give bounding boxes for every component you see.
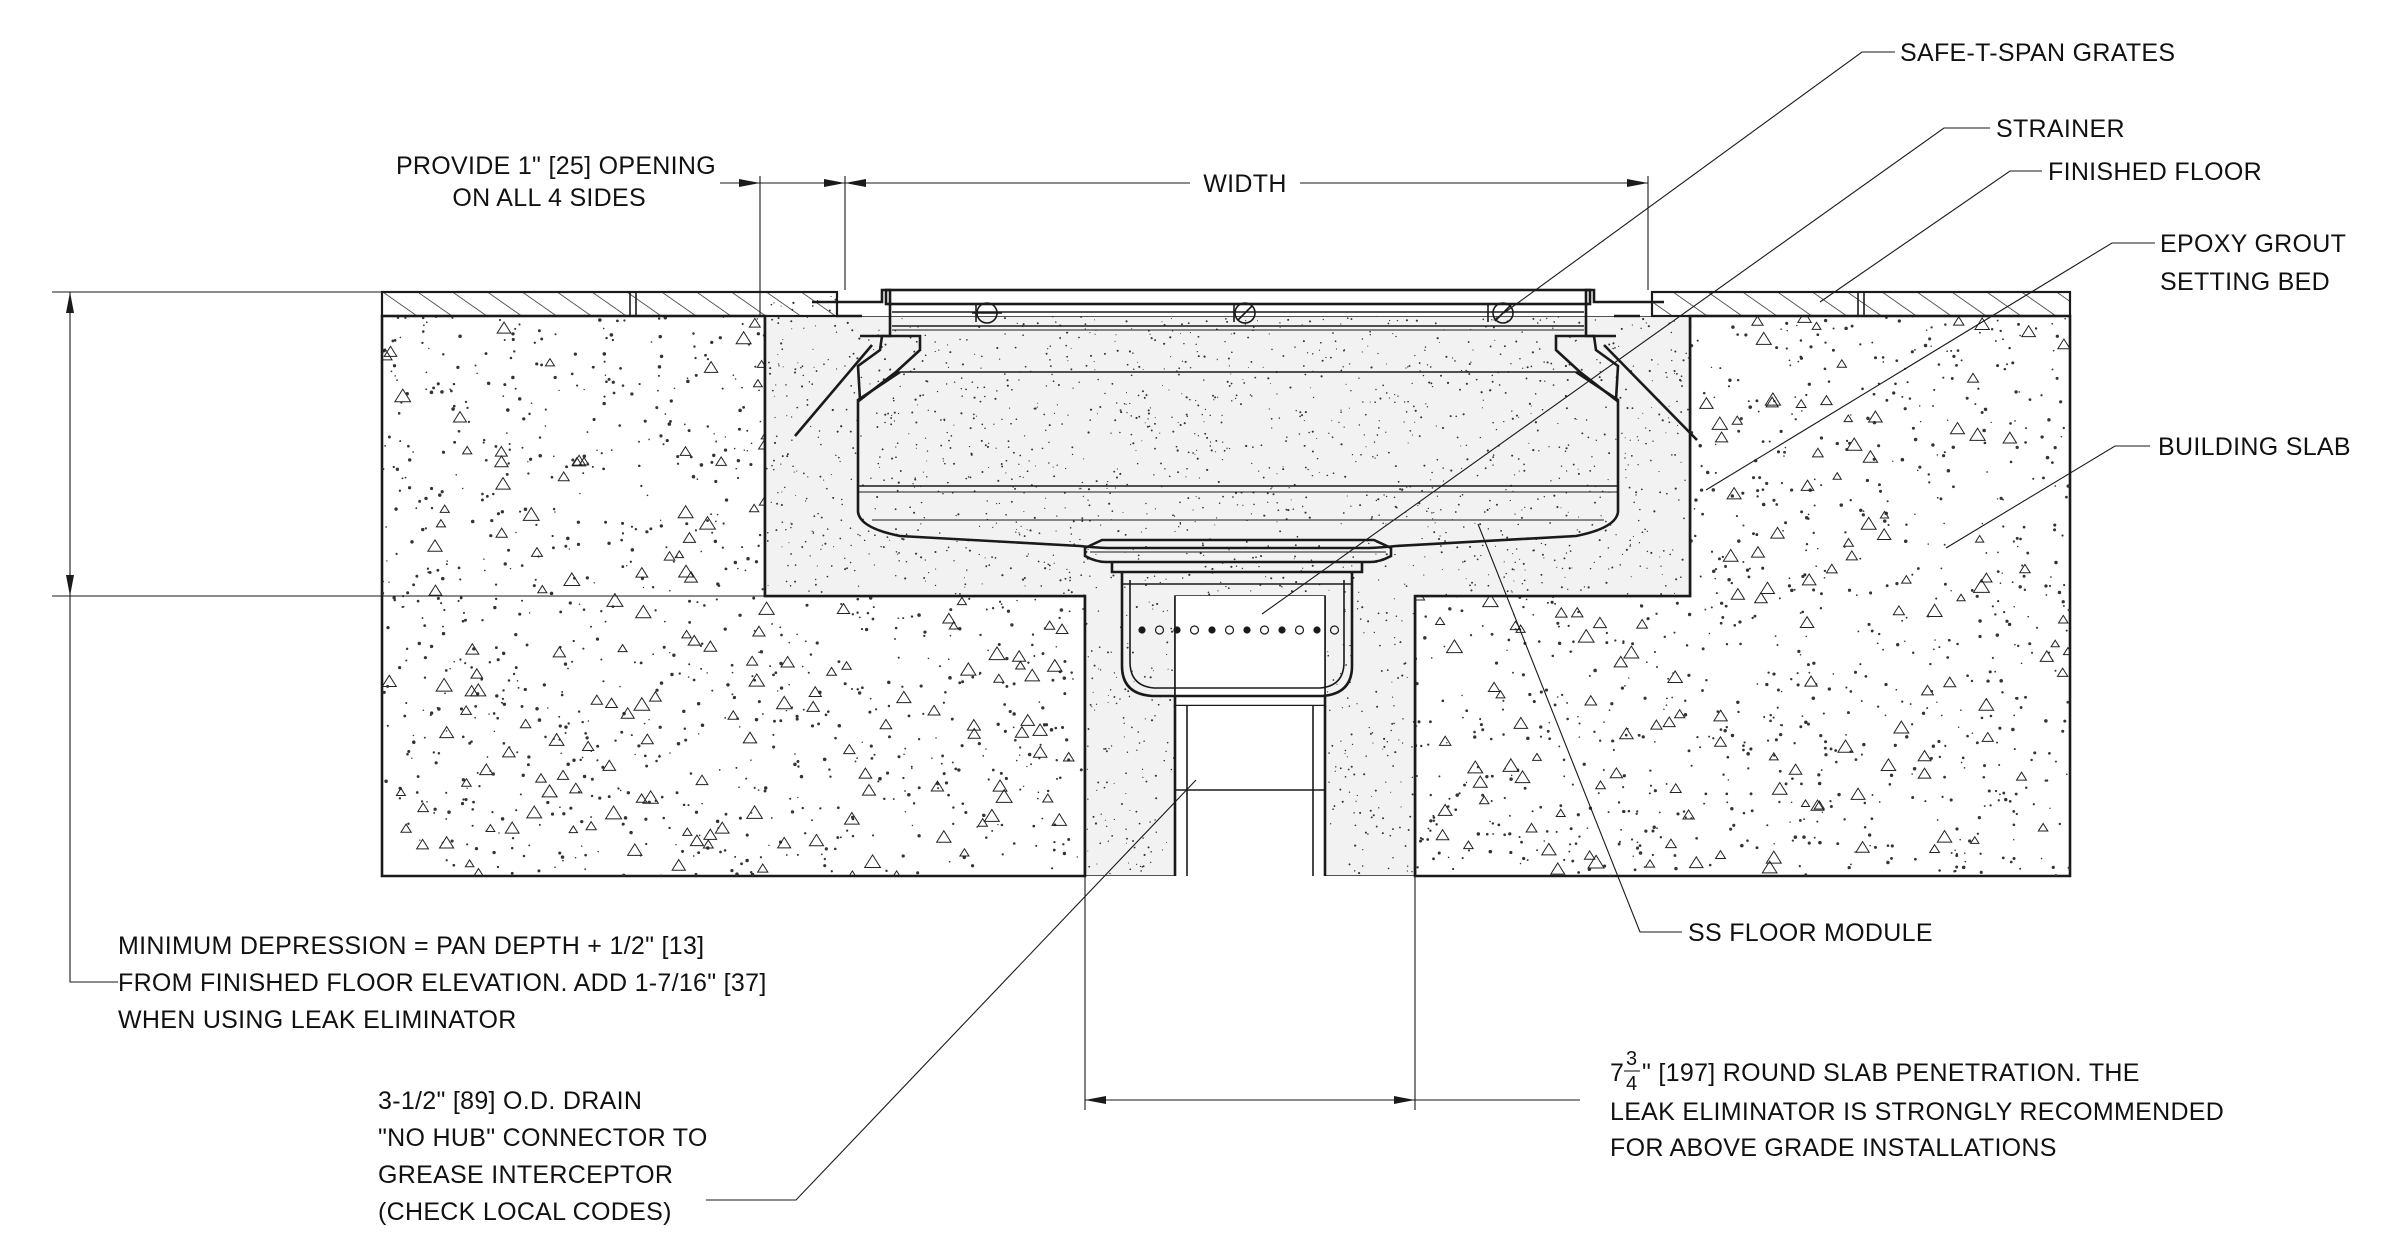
label-width: WIDTH	[1203, 170, 1286, 198]
label-drain-line1: 3-1/2" [89] O.D. DRAIN	[378, 1087, 642, 1115]
label-min-depression-line1: MINIMUM DEPRESSION = PAN DEPTH + 1/2" [1…	[118, 932, 704, 960]
safe-t-span-grates	[884, 288, 1592, 331]
grate-lock-icon-right	[1487, 302, 1514, 324]
label-drain-line3: GREASE INTERCEPTOR	[378, 1161, 673, 1189]
strainer-perforations	[1138, 625, 1340, 635]
strainer-and-outlet	[1083, 538, 1393, 876]
label-penetration-denominator: 4	[1626, 1073, 1637, 1095]
finished-floor	[380, 290, 2072, 318]
label-penetration-whole: 7	[1610, 1059, 1624, 1087]
label-penetration-line2: LEAK ELIMINATOR IS STRONGLY RECOMMENDED	[1610, 1098, 2224, 1126]
label-min-depression-line2: FROM FINISHED FLOOR ELEVATION. ADD 1-7/1…	[118, 969, 767, 997]
annotation-labels: SAFE-T-SPAN GRATES STRAINER FINISHED FLO…	[118, 39, 2351, 1226]
label-provide-opening-line1: PROVIDE 1" [25] OPENING	[396, 152, 716, 180]
label-ss-floor-module: SS FLOOR MODULE	[1688, 919, 1933, 947]
label-finished-floor: FINISHED FLOOR	[2048, 158, 2262, 186]
concrete-texture-right	[1415, 316, 2070, 876]
label-drain-line4: (CHECK LOCAL CODES)	[378, 1198, 672, 1226]
label-provide-opening-line2: ON ALL 4 SIDES	[452, 184, 646, 212]
label-penetration-numerator: 3	[1626, 1048, 1637, 1070]
label-drain-line2: "NO HUB" CONNECTOR TO	[378, 1124, 708, 1152]
grate-lock-icon-center	[1233, 302, 1256, 324]
label-epoxy-grout-line1: EPOXY GROUT	[2160, 230, 2346, 258]
label-safe-t-span-grates: SAFE-T-SPAN GRATES	[1900, 39, 2175, 67]
label-epoxy-grout-line2: SETTING BED	[2160, 268, 2330, 296]
label-strainer: STRAINER	[1996, 115, 2125, 143]
label-building-slab: BUILDING SLAB	[2158, 433, 2351, 461]
label-penetration-line3: FOR ABOVE GRADE INSTALLATIONS	[1610, 1134, 2057, 1162]
label-min-depression-line3: WHEN USING LEAK ELIMINATOR	[118, 1006, 517, 1034]
dimension-lines	[52, 176, 1649, 1110]
epoxy-grout-setting-bed	[763, 296, 1692, 876]
grate-lock-icon-left	[972, 302, 1002, 324]
label-penetration-line1: " [197] ROUND SLAB PENETRATION. THE	[1642, 1059, 2140, 1087]
leader-lines	[706, 51, 2155, 1201]
